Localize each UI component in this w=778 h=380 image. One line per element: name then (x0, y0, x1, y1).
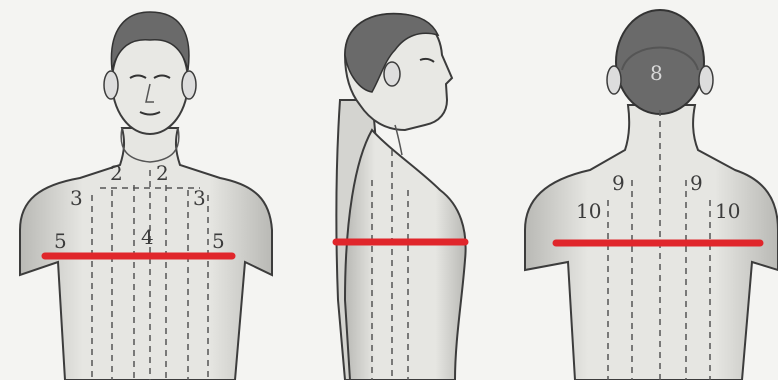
front-label-5-right: 5 (212, 229, 225, 253)
front-label-3-right: 3 (193, 186, 206, 210)
back-label-8: 8 (650, 61, 663, 85)
front-label-2-right: 2 (156, 161, 169, 185)
front-figure: 2 2 3 3 4 5 5 (20, 12, 272, 380)
front-label-3-left: 3 (70, 186, 83, 210)
back-label-9-right: 9 (690, 171, 703, 195)
back-figure: 8 9 9 10 10 (525, 10, 778, 380)
front-label-2-left: 2 (110, 161, 123, 185)
side-figure (336, 14, 466, 380)
back-label-9-left: 9 (612, 171, 625, 195)
back-label-10-left: 10 (576, 199, 601, 223)
front-label-5-left: 5 (54, 229, 67, 253)
side-torso (345, 130, 466, 380)
back-label-10-right: 10 (715, 199, 740, 223)
front-label-4: 4 (141, 225, 154, 249)
